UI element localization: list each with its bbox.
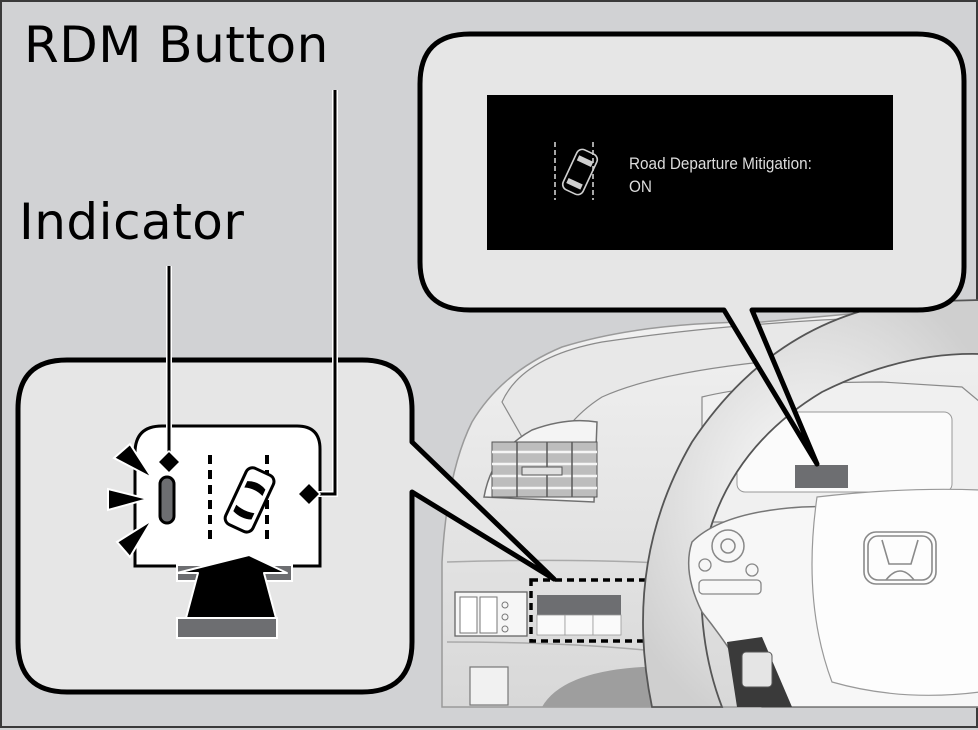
indicator-leader-line [156, 266, 182, 475]
mid-display-callout [417, 31, 967, 467]
rdm-button-leader-line [296, 90, 338, 507]
mid-message-line2: ON [629, 177, 652, 196]
honda-logo-icon [863, 531, 937, 585]
press-arrow-icon [176, 554, 293, 639]
lane-departure-car-icon [554, 142, 599, 200]
mid-display-screen [487, 95, 893, 250]
lane-departure-car-icon [208, 455, 276, 545]
mid-display-location [795, 465, 848, 488]
rdm-button-face[interactable] [133, 424, 322, 568]
indicator-label: Indicator [19, 193, 245, 251]
steering-wheel [642, 299, 978, 708]
dashboard-illustration [441, 299, 978, 708]
steering-wheel-controls [698, 529, 762, 595]
indicator-light-icon [158, 475, 176, 525]
rdm-button-label: RDM Button [24, 16, 329, 74]
blink-rays-icon [107, 442, 155, 559]
air-vent [483, 419, 598, 503]
dash-switches [454, 591, 528, 637]
mid-message-line1: Road Departure Mitigation: [629, 154, 812, 173]
button-closeup-callout [15, 357, 557, 695]
